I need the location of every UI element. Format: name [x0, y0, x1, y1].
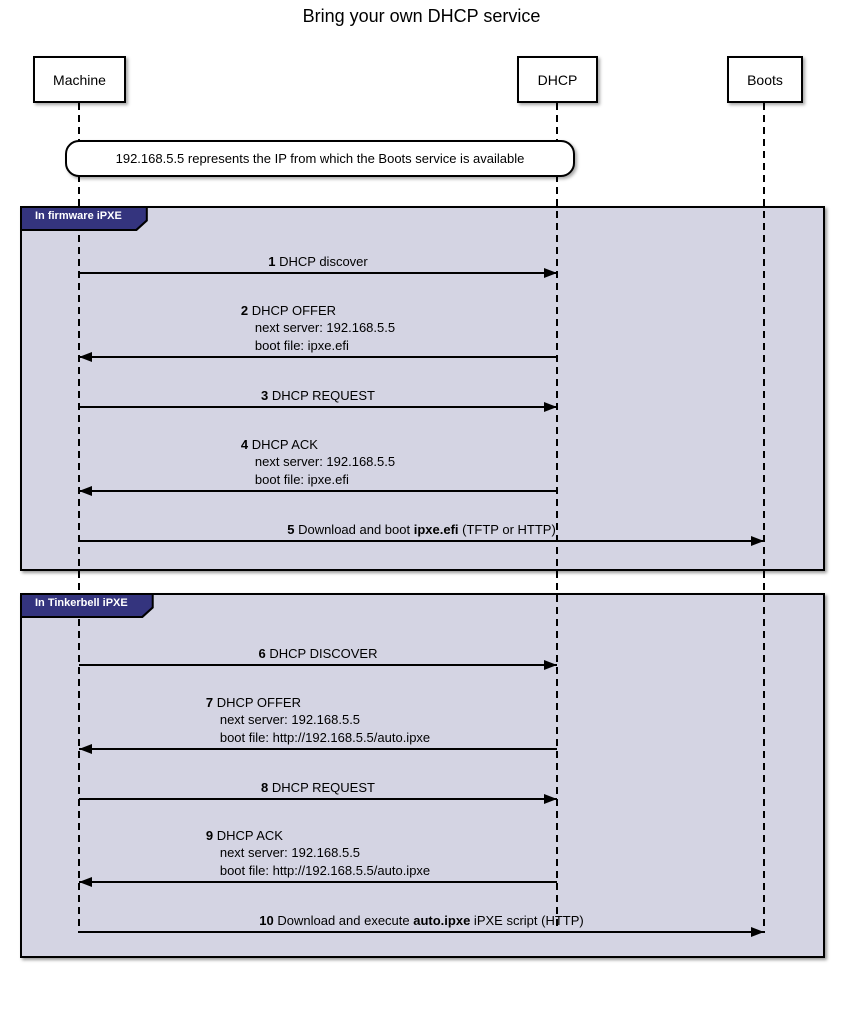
message-number: 4 [240, 436, 249, 452]
message-arrow-2 [79, 356, 557, 358]
message-arrow-9 [79, 881, 557, 883]
message-arrow-1 [79, 272, 557, 274]
lifeline-dhcp [556, 103, 558, 933]
message-detail: boot file: ipxe.efi [254, 337, 349, 353]
participant-machine: Machine [33, 56, 126, 103]
message-number: 5 [287, 521, 295, 537]
arrowhead-icon [79, 486, 92, 496]
message-detail: next server: 192.168.5.5 [219, 845, 361, 860]
message-text-5: 5 Download and boot ipxe.efi (TFTP or HT… [287, 521, 556, 537]
diagram-title: Bring your own DHCP service [302, 6, 541, 26]
message-number: 1 [268, 253, 276, 269]
participant-label: Boots [747, 71, 783, 88]
arrowhead-icon [79, 877, 92, 887]
note-text: 192.168.5.5 represents the IP from which… [115, 151, 525, 166]
message-text-3: 3 DHCP REQUEST [261, 387, 375, 403]
message-detail: next server: 192.168.5.5 [219, 712, 361, 727]
participant-label: DHCP [537, 71, 578, 88]
message-text-8: 8 DHCP REQUEST [261, 779, 375, 795]
group-frame-tinkerbell-ipxe [20, 593, 825, 958]
arrowhead-icon [751, 536, 764, 546]
group-label-text: In Tinkerbell iPXE [22, 595, 152, 616]
group-label-tinkerbell-ipxe: In Tinkerbell iPXE [20, 593, 154, 618]
message-arrow-8 [79, 798, 557, 800]
message-arrow-5 [79, 540, 764, 542]
message-arrow-4 [79, 490, 557, 492]
message-number: 9 [205, 827, 214, 843]
message-arrow-7 [79, 748, 557, 750]
message-number: 3 [261, 387, 269, 403]
message-number: 2 [240, 302, 249, 318]
message-arrow-3 [79, 406, 557, 408]
message-arrow-6 [79, 664, 557, 666]
message-detail: next server: 192.168.5.5 [254, 454, 396, 469]
participant-boots: Boots [727, 56, 803, 103]
arrowhead-icon [79, 352, 92, 362]
message-number: 8 [261, 779, 269, 795]
arrowhead-icon [544, 268, 557, 278]
arrowhead-icon [79, 744, 92, 754]
arrowhead-icon [544, 794, 557, 804]
arrowhead-icon [751, 927, 764, 937]
message-number: 6 [258, 645, 266, 661]
message-number: 7 [205, 694, 214, 710]
message-detail: boot file: http://192.168.5.5/auto.ipxe [219, 862, 431, 878]
participant-label: Machine [53, 71, 106, 88]
message-number: 10 [259, 912, 274, 928]
lifeline-boots [763, 103, 765, 933]
message-detail: boot file: ipxe.efi [254, 471, 349, 487]
lifeline-machine [78, 103, 80, 933]
arrowhead-icon [544, 660, 557, 670]
group-frame-firmware-ipxe [20, 206, 825, 571]
group-label-firmware-ipxe: In firmware iPXE [20, 206, 148, 231]
group-label-text: In firmware iPXE [22, 208, 146, 229]
message-text-10: 10 Download and execute auto.ipxe iPXE s… [259, 912, 584, 928]
message-text-1: 1 DHCP discover [268, 253, 368, 269]
participant-dhcp: DHCP [517, 56, 598, 103]
message-detail: boot file: http://192.168.5.5/auto.ipxe [219, 729, 431, 745]
note: 192.168.5.5 represents the IP from which… [65, 140, 575, 177]
message-text-6: 6 DHCP DISCOVER [258, 645, 378, 661]
message-detail: next server: 192.168.5.5 [254, 320, 396, 335]
message-arrow-10 [79, 931, 764, 933]
arrowhead-icon [544, 402, 557, 412]
